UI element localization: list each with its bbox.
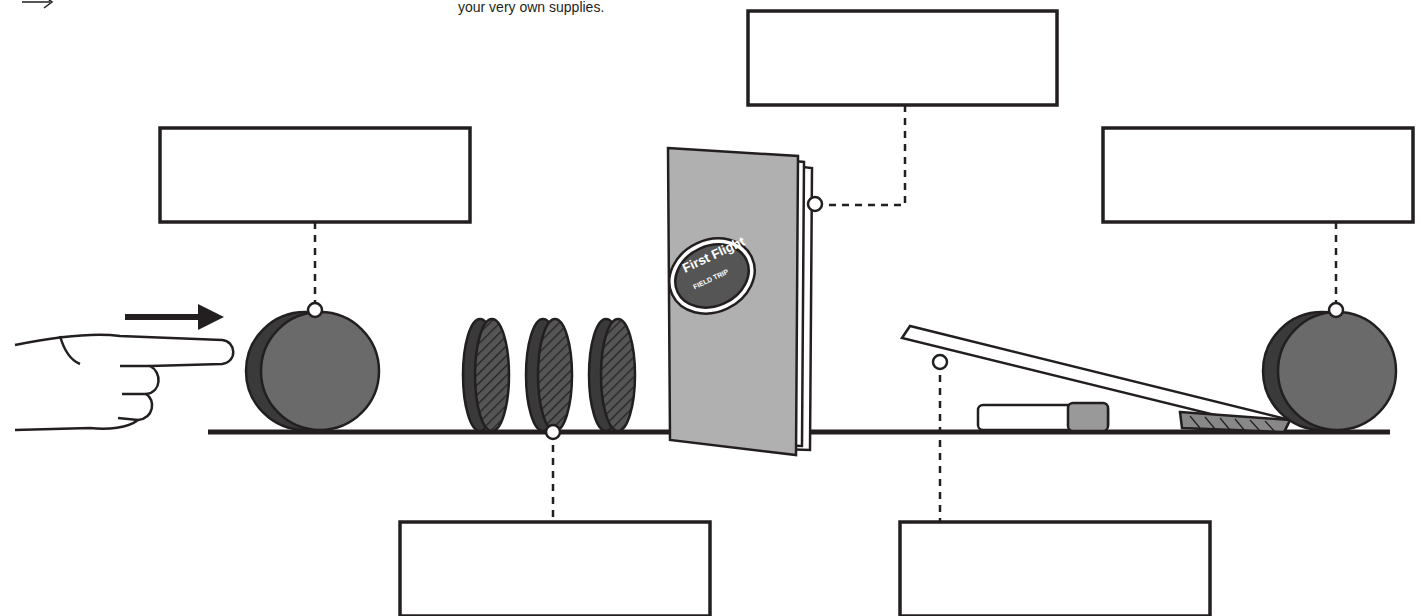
push-arrow-head [198,304,224,330]
blank-box [400,522,710,616]
blank-boxes [160,11,1413,616]
corner-arrow [22,0,52,8]
push-arrow [125,314,205,320]
standing-pucks [463,319,635,431]
blank-box [1103,128,1413,222]
blank-box [748,11,1057,105]
lever [902,326,1290,432]
booklet [657,148,812,455]
leader-lines [315,105,1336,522]
blank-box [160,128,470,222]
cutoff-text: your very own supplies. [458,0,604,15]
pointing-hand [15,335,233,430]
leader-dots [308,197,1343,439]
blank-box [900,522,1210,616]
puck [246,312,379,430]
puck [1263,312,1396,430]
